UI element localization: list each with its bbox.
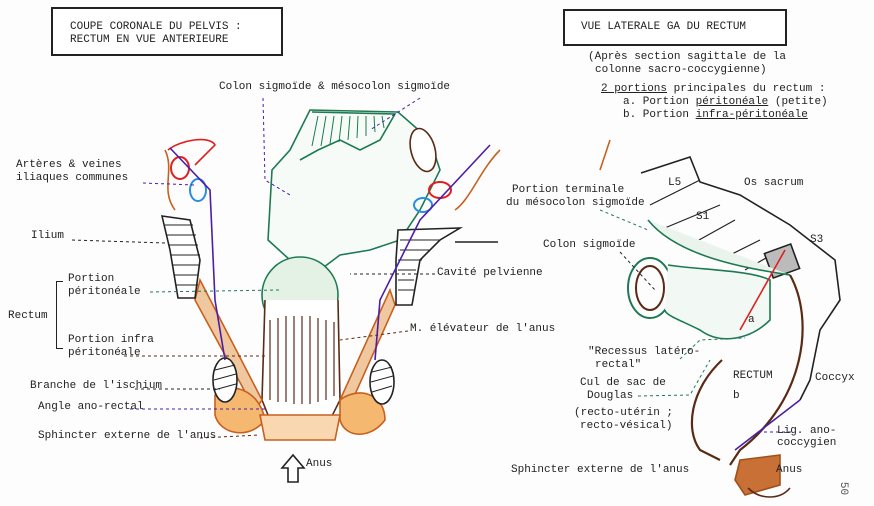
coronal-drawing xyxy=(160,109,501,483)
left-title-box: COUPE CORONALE DU PELVIS : RECTUM EN VUE… xyxy=(51,7,283,56)
portion-a-suffix: (petite) xyxy=(768,96,828,108)
label-rectum: Rectum xyxy=(8,310,48,322)
sacrum xyxy=(640,156,841,401)
label-sphincter-left: Sphincter externe de l'anus xyxy=(38,430,217,442)
label-ilium: Ilium xyxy=(31,230,65,242)
mesocolon-vessel xyxy=(409,127,437,173)
sphincter-right xyxy=(339,392,386,435)
label-portion-infra-1: Portion infra xyxy=(68,334,154,346)
label-anus-left: Anus xyxy=(306,458,333,470)
portion-b-prefix: b. Portion xyxy=(623,109,696,121)
label-l5: L5 xyxy=(668,177,682,189)
right-title: VUE LATERALE GA DU RECTUM xyxy=(581,21,747,33)
rectum-wall-posterior xyxy=(729,274,804,466)
rectum-bracket xyxy=(56,281,63,349)
portions-heading: 2 portions principales du rectum : xyxy=(601,83,825,96)
portion-b-ul: infra-péritonéale xyxy=(695,109,808,121)
subtitle-2: colonne sacro-coccygienne) xyxy=(595,64,767,76)
label-portion-peri-1: Portion xyxy=(68,273,115,285)
left-title-line1: COUPE CORONALE DU PELVIS : xyxy=(70,21,242,33)
lateral-drawing xyxy=(599,139,841,498)
label-rectum-right: RECTUM xyxy=(733,370,773,382)
label-recto-1: (recto-utérin ; xyxy=(574,407,674,419)
sphincter-lateral xyxy=(734,454,781,496)
anus-curved-arrow xyxy=(747,487,791,498)
label-cul-de-sac-1: Cul de sac de xyxy=(580,377,666,389)
label-cul-de-sac-2: Douglas xyxy=(587,390,634,402)
left-title-line2: RECTUM EN VUE ANTERIEURE xyxy=(70,34,229,46)
anus-arrow xyxy=(280,453,306,483)
label-portion-peri-2: péritonéale xyxy=(68,286,141,298)
iliac-vein-right xyxy=(413,197,433,213)
label-a: a xyxy=(748,314,755,326)
label-arteres-1: Artères & veines xyxy=(16,159,122,171)
peritoneal-line xyxy=(739,249,786,331)
ischium-right xyxy=(369,359,395,405)
iliac-artery-left xyxy=(170,156,190,180)
label-colon-sigmoide: Colon sigmoïde & mésocolon sigmoïde xyxy=(219,81,451,93)
label-elevateur: M. élévateur de l'anus xyxy=(410,323,556,335)
label-recessus-1: "Recessus latéro- xyxy=(588,346,701,358)
label-cavite: Cavité pelvienne xyxy=(437,267,543,279)
label-arteres-2: iliaques communes xyxy=(16,172,129,184)
label-portion-terminale-2: du mésocolon sigmoïde xyxy=(506,197,645,209)
label-portion-infra-2: péritonéale xyxy=(68,347,141,359)
portions-heading-ul: 2 portions xyxy=(601,83,668,95)
label-sphincter-right: Sphincter externe de l'anus xyxy=(511,464,690,476)
label-s1: S1 xyxy=(696,211,710,223)
label-s3: S3 xyxy=(810,234,824,246)
ischium-left xyxy=(212,357,238,403)
page-number: 50 xyxy=(837,481,850,496)
label-portion-terminale-1: Portion terminale xyxy=(512,184,625,196)
right-title-box: VUE LATERALE GA DU RECTUM xyxy=(563,9,787,46)
label-colon-sigmoide-right: Colon sigmoïde xyxy=(543,239,636,251)
rectum-body xyxy=(261,299,341,421)
label-os-sacrum: Os sacrum xyxy=(744,177,804,189)
label-angle-ano-rectal: Angle ano-rectal xyxy=(38,401,144,413)
label-lig-2: coccygien xyxy=(777,437,837,449)
iliac-vein-left xyxy=(189,178,207,202)
label-recessus-2: rectal" xyxy=(595,359,642,371)
label-branche-ischium: Branche de l'ischium xyxy=(30,380,163,392)
portion-a-ul: péritonéale xyxy=(695,96,769,108)
label-lig-1: Lig. ano- xyxy=(777,425,837,437)
portion-b: b. Portion infra-péritonéale xyxy=(623,109,808,122)
leader-lines xyxy=(71,97,791,439)
label-coccyx: Coccyx xyxy=(815,372,855,384)
portion-a-prefix: a. Portion xyxy=(623,96,696,108)
label-b: b xyxy=(733,390,740,402)
subtitle-1: (Après section sagittale de la xyxy=(588,51,787,63)
label-recto-2: recto-vésical) xyxy=(580,420,673,432)
portion-a: a. Portion péritonéale (petite) xyxy=(623,96,828,109)
ilium-left xyxy=(160,215,201,299)
portions-heading-rest: principales du rectum : xyxy=(667,83,826,95)
label-anus-right: Anus xyxy=(776,464,803,476)
rectum-wall-anterior xyxy=(690,359,723,461)
